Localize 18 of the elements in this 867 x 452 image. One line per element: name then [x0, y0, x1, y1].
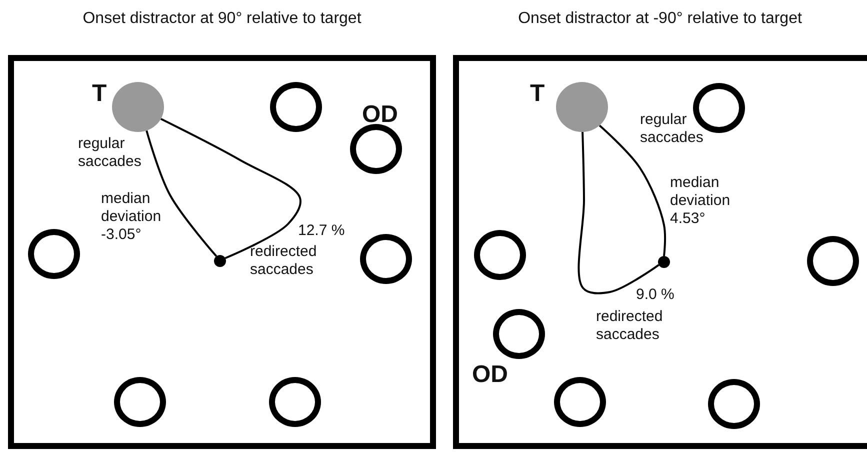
- annotation-text: redirected saccades: [250, 243, 318, 279]
- marker-label: T: [92, 82, 107, 106]
- saccade-path: [160, 118, 302, 260]
- annotation-text: 12.7 %: [298, 222, 346, 240]
- annotation-text: median deviation 4.53°: [670, 174, 732, 228]
- annotation-text: redirected saccades: [596, 308, 664, 344]
- saccade-path: [146, 130, 218, 257]
- panel-title: Onset distractor at 90° relative to target: [82, 10, 362, 28]
- annotation-text: 9.0 %: [636, 286, 676, 304]
- annotation-text: regular saccades: [640, 111, 704, 147]
- annotation-text: regular saccades: [78, 135, 142, 171]
- saccade-path: [598, 124, 666, 256]
- saccade-path: [578, 132, 660, 294]
- marker-label: OD: [362, 103, 398, 127]
- annotation-text: median deviation -3.05°: [101, 190, 162, 244]
- marker-label: OD: [472, 363, 508, 387]
- marker-label: T: [530, 82, 545, 106]
- panel-title: Onset distractor at -90° relative to target: [517, 10, 803, 28]
